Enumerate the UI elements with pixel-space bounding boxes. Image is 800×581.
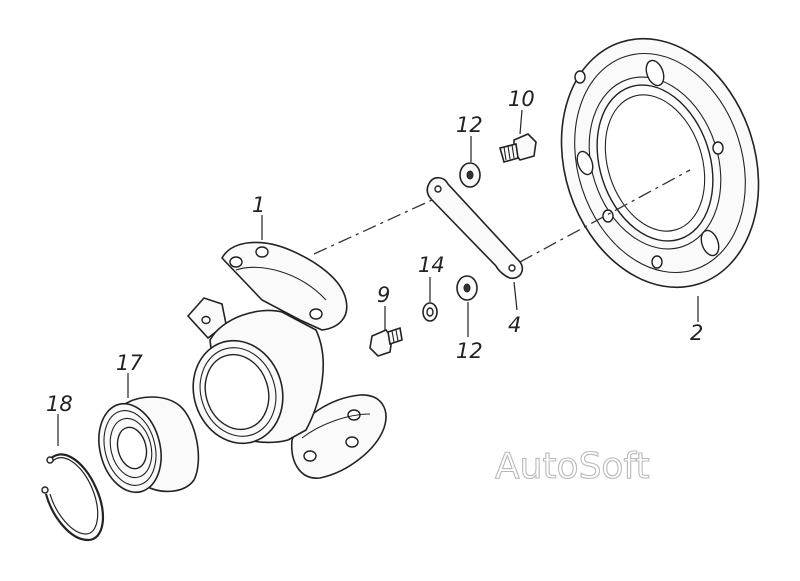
assembly-axis-lines [313,169,691,263]
callout-9: 9 [377,283,390,307]
callout-labels: 1 2 4 9 10 12 12 14 17 18 [46,87,703,416]
spring-washer-part-14 [422,302,438,322]
callout-18: 18 [46,392,73,416]
watermark-text: AutoSoft [495,446,650,487]
callout-10: 10 [508,87,535,111]
callout-12-lower: 12 [456,339,483,363]
bearing-part-17 [98,396,200,494]
callout-12-upper: 12 [456,113,483,137]
bolt-part-10 [499,133,537,163]
callout-4: 4 [508,313,521,337]
hub-body-part-1 [186,241,387,479]
link-plate-part-4 [426,176,524,280]
callout-14: 14 [418,253,445,277]
callout-2: 2 [690,321,703,345]
callout-17: 17 [116,351,143,375]
callout-1: 1 [252,193,265,217]
leader-lines [57,109,699,446]
washer-part-12-lower [456,275,478,301]
retaining-ring-part-18 [41,453,104,542]
washer-part-12-upper [459,162,481,188]
bolt-part-9 [369,326,403,357]
flange-ring-part-2 [560,37,760,289]
